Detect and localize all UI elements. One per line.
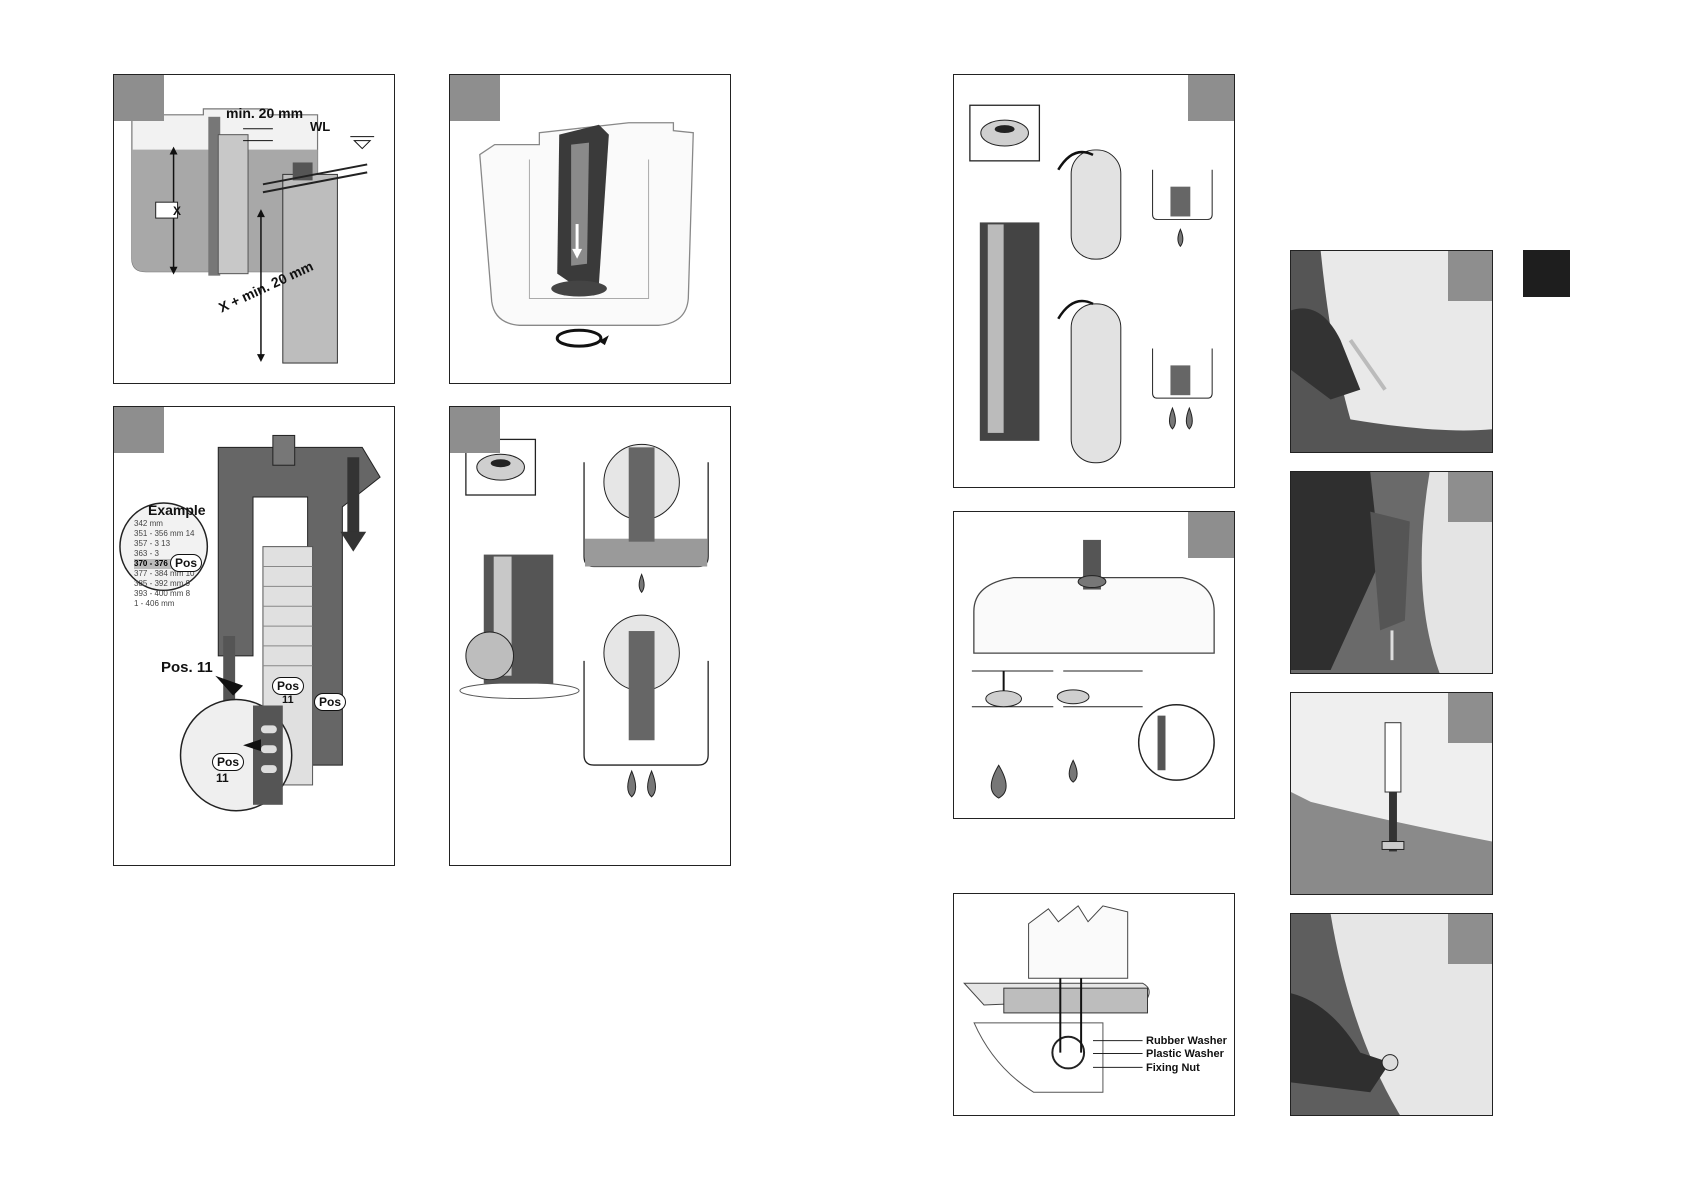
valve-insertion-illustration	[450, 75, 730, 383]
step-badge	[1448, 693, 1492, 743]
pos-pill-center: Pos	[272, 677, 304, 695]
step-panel-adjust-height: Example 342 mm 351 - 356 mm 14 357 - 3 1…	[113, 406, 395, 866]
height-adjustment-illustration	[114, 407, 394, 865]
pos-pill-right: Pos	[314, 693, 346, 711]
pos-pill-zoom: Pos	[212, 753, 244, 771]
step-panel-fit-button	[953, 511, 1235, 819]
step-panel-water-level: min. 20 mm WL X X + min. 20 mm	[113, 74, 395, 384]
step-panel-flush-adjust	[953, 74, 1235, 488]
photo-insert-bolt	[1290, 692, 1493, 895]
cistern-water-level-illustration	[114, 75, 394, 383]
table-row: 357 - 3 13	[134, 539, 195, 549]
x-dimension-label: X	[173, 204, 181, 218]
step-badge	[1448, 914, 1492, 964]
min-distance-label: min. 20 mm	[226, 105, 303, 121]
plastic-washer-label: Plastic Washer	[1146, 1048, 1224, 1060]
flush-adjust-illustration	[954, 75, 1234, 487]
pos-number-zoom-label: 11	[216, 771, 229, 785]
water-level-label: WL	[310, 119, 330, 134]
step-badge	[1188, 75, 1234, 121]
step-badge	[450, 75, 500, 121]
step-panel-insert-valve	[449, 74, 731, 384]
step-panel-flush-volume	[449, 406, 731, 866]
table-row: 342 mm	[134, 519, 195, 529]
table-row: 385 - 392 mm 9	[134, 579, 195, 589]
table-row: 351 - 356 mm 14	[134, 529, 195, 539]
step-badge	[1188, 512, 1234, 558]
table-row: 1 - 406 mm	[134, 599, 195, 609]
pos-number-label: 11	[282, 694, 294, 706]
section-tab-marker	[1523, 250, 1570, 297]
photo-drill-floor	[1290, 471, 1493, 674]
step-badge	[114, 75, 164, 121]
pos-11-label: Pos. 11	[161, 659, 213, 676]
step-badge	[450, 407, 500, 453]
pos-pill-table: Pos	[170, 554, 202, 572]
rubber-washer-label: Rubber Washer	[1146, 1035, 1227, 1047]
cistern-fixing-illustration	[954, 894, 1234, 1115]
table-row: 393 - 400 mm 8	[134, 589, 195, 599]
photo-mark-floor	[1290, 250, 1493, 453]
photo-tighten-nut	[1290, 913, 1493, 1116]
step-badge	[1448, 251, 1492, 301]
flush-volume-illustration	[450, 407, 730, 865]
fixing-nut-label: Fixing Nut	[1146, 1062, 1200, 1074]
step-badge	[114, 407, 164, 453]
step-badge	[1448, 472, 1492, 522]
step-panel-fix-cistern: Rubber Washer Plastic Washer Fixing Nut	[953, 893, 1235, 1116]
example-label: Example	[148, 502, 206, 518]
